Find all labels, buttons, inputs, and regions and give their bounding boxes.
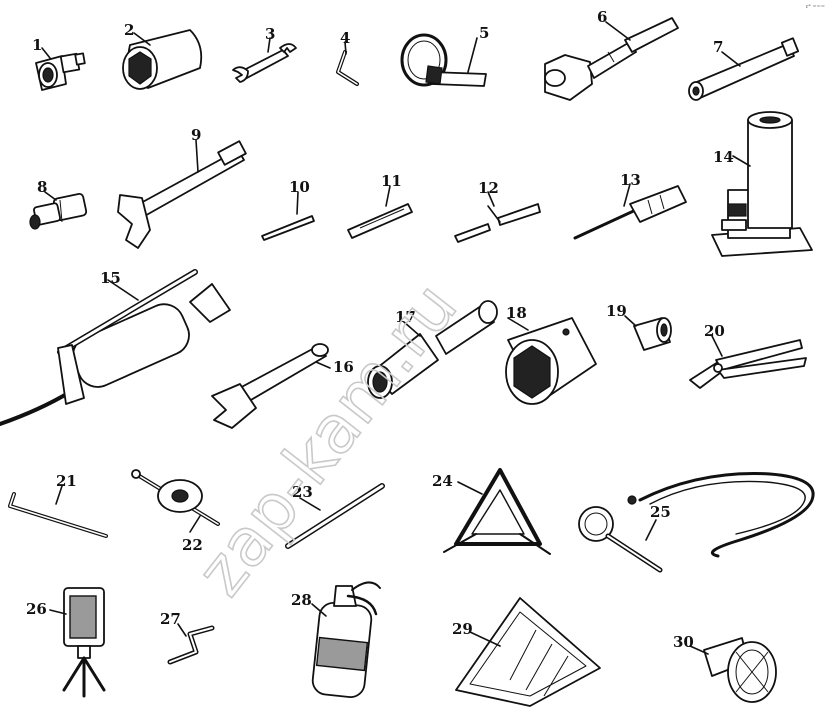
callout-labels: 1 2 3 4 5 6 7 8 9 10 11 12 13 14 15 16 1…: [26, 8, 734, 651]
tool-30-tow-hook: [703, 637, 777, 703]
callout-13: 13: [620, 171, 641, 189]
tool-19-bushing: [633, 317, 672, 351]
callout-2: 2: [124, 21, 134, 39]
tool-8-universal-joint: [29, 192, 88, 230]
callout-10: 10: [289, 178, 310, 196]
tool-13-screwdriver: [573, 185, 687, 240]
callout-7: 7: [713, 38, 723, 56]
tool-9-wheel-brace: [117, 140, 247, 249]
callout-3: 3: [265, 25, 275, 43]
tool-25-tire-inflator: [578, 472, 815, 573]
callout-11: 11: [381, 172, 402, 190]
callout-12: 12: [478, 179, 499, 197]
tool-2-large-socket: [122, 29, 203, 90]
tool-20-pliers: [689, 339, 807, 389]
callout-22: 22: [182, 536, 203, 554]
tool-26-inspection-lamp: [62, 587, 106, 698]
watermark: zap-kam.ru: [182, 269, 472, 610]
callout-20: 20: [704, 322, 725, 340]
tool-24-warning-triangle: [443, 468, 551, 555]
tool-3-open-end-wrench: [232, 43, 297, 83]
tool-22-die-stock: [131, 469, 220, 526]
tool-14-bottle-jack: [711, 111, 813, 257]
callout-28: 28: [291, 591, 312, 609]
callout-23: 23: [292, 483, 313, 501]
callout-29: 29: [452, 620, 473, 638]
tool-11-file: [347, 203, 413, 239]
callout-4: 4: [340, 29, 350, 47]
tool-17-spark-plug-socket: [367, 300, 498, 399]
tool-27-crank-key: [167, 625, 215, 665]
callout-6: 6: [597, 8, 607, 26]
corner-mark: r° ===: [806, 4, 825, 10]
callout-19: 19: [606, 302, 627, 320]
callout-1: 1: [32, 36, 42, 54]
tool-5-filter-strap-wrench: [400, 33, 487, 87]
tool-7-extension-bar: [688, 37, 800, 101]
tool-16-adjustable-wrench: [211, 343, 329, 429]
callout-21: 21: [56, 472, 77, 490]
callout-27: 27: [160, 610, 181, 628]
tool-23-tommy-bar: [285, 483, 385, 549]
tool-10-drift: [261, 215, 315, 241]
tool-15-grease-gun: [0, 269, 231, 426]
tool-21-l-bar: [8, 492, 108, 538]
callout-26: 26: [26, 600, 47, 618]
callout-30: 30: [673, 633, 694, 651]
callout-9: 9: [191, 126, 201, 144]
tool-29-wheel-chock: [455, 597, 601, 707]
callout-5: 5: [479, 24, 489, 42]
tool-6-ratchet-handle: [544, 17, 679, 101]
tool-4-hex-key: [336, 50, 359, 86]
callout-17: 17: [395, 308, 416, 326]
callout-25: 25: [650, 503, 671, 521]
callout-18: 18: [506, 304, 527, 322]
callout-14: 14: [713, 148, 734, 166]
callout-24: 24: [432, 472, 453, 490]
tool-18-hub-nut-socket: [505, 317, 597, 405]
tool-28-fire-extinguisher: [311, 581, 381, 698]
tool-1-socket-adapter: [35, 52, 86, 91]
tool-12-pin-punch: [454, 203, 541, 243]
callout-16: 16: [333, 358, 354, 376]
callout-15: 15: [100, 269, 121, 287]
callout-8: 8: [37, 178, 47, 196]
